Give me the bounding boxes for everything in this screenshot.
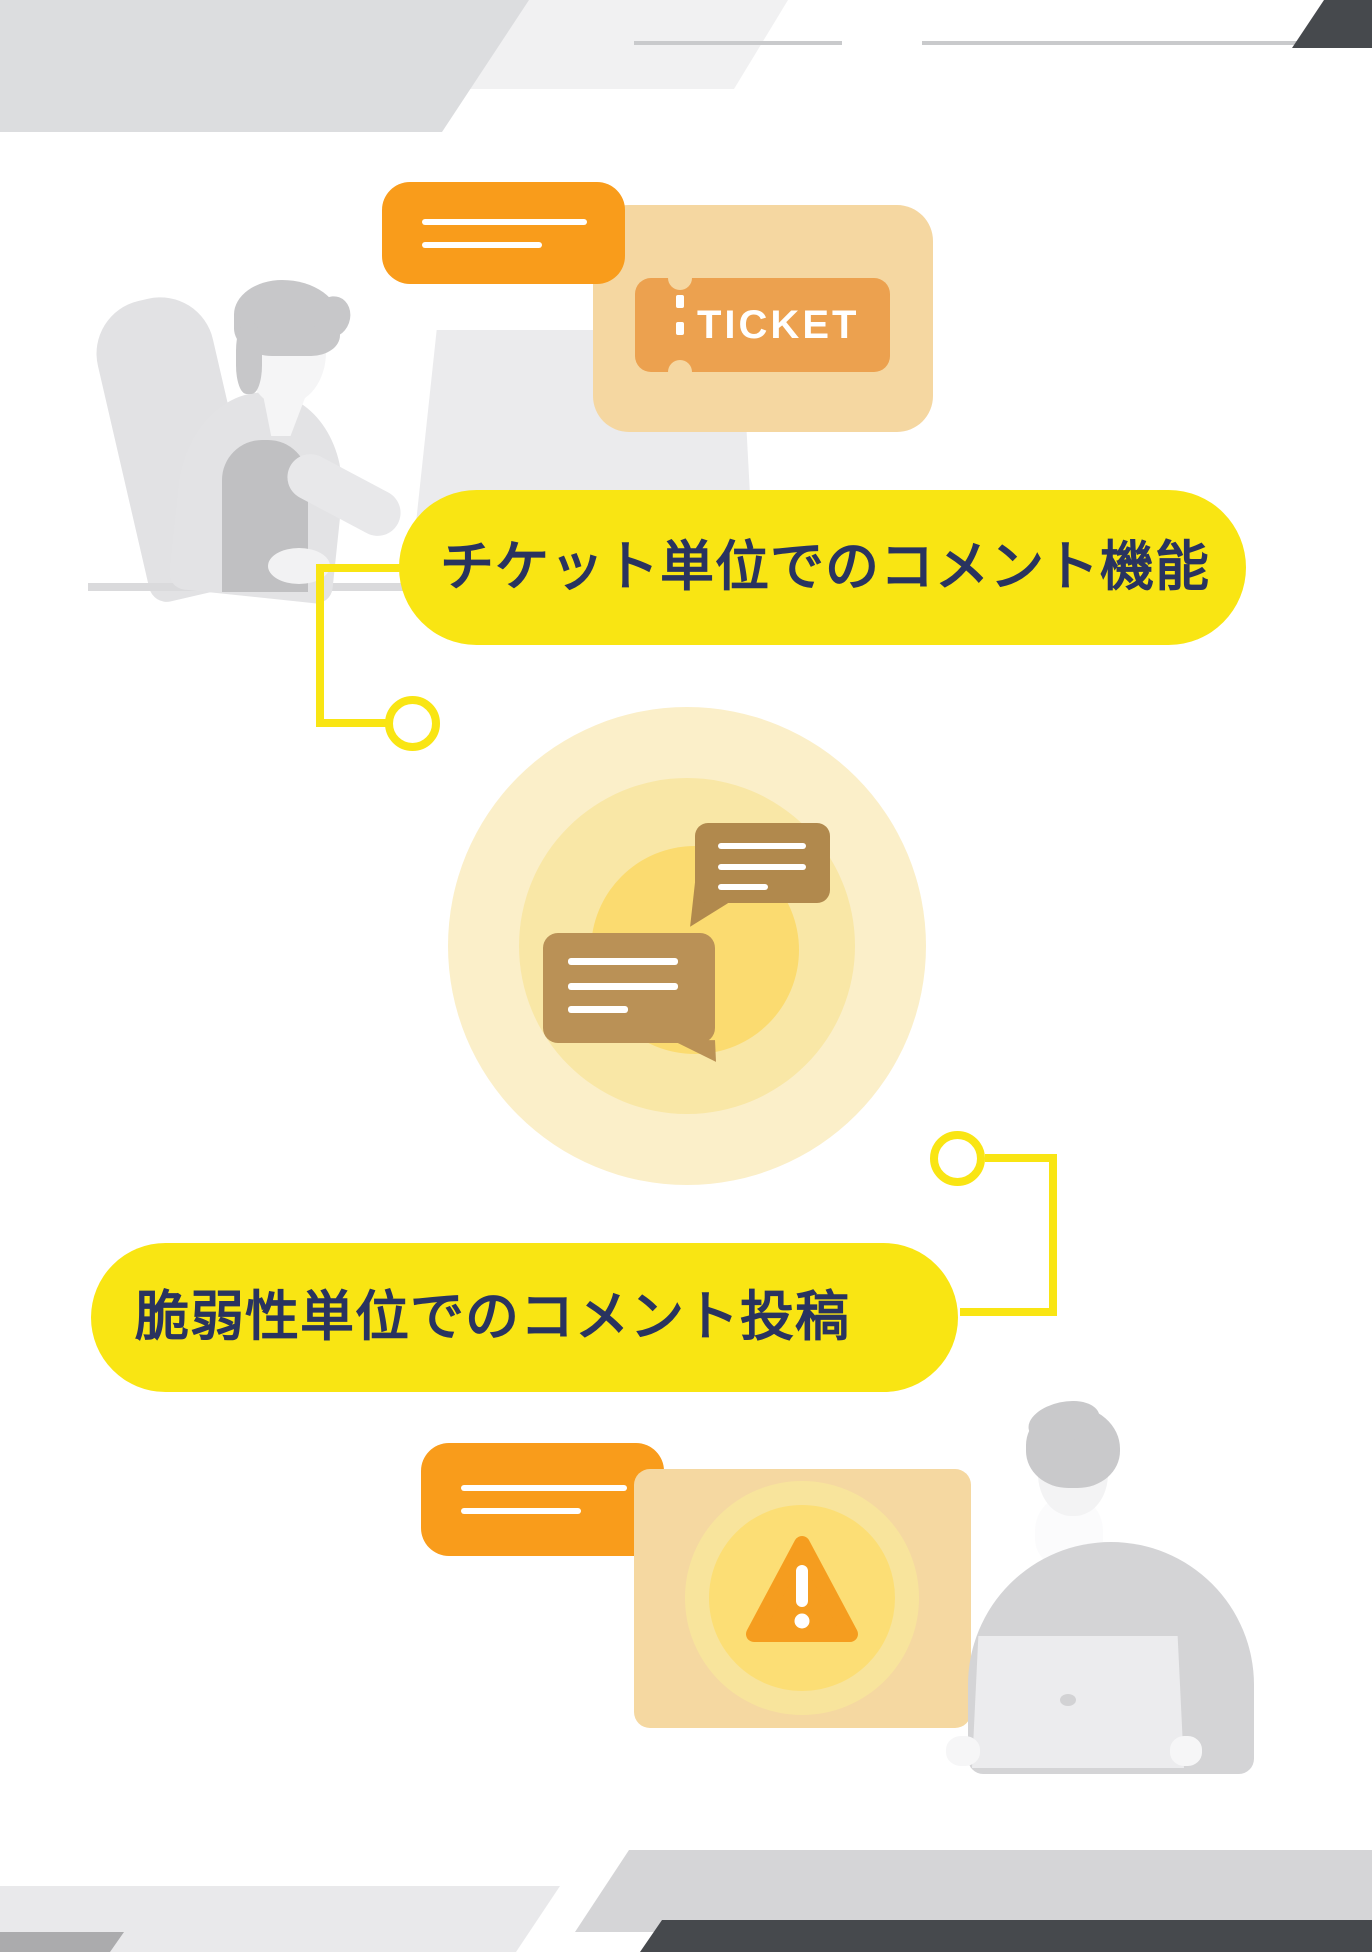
chat-bubble-right: [695, 823, 830, 903]
text-line: [718, 884, 768, 890]
laptop-logo: [1060, 1694, 1076, 1706]
connector-line: [1049, 1154, 1057, 1316]
ticket-icon: TICKET: [635, 266, 890, 384]
top-divider-line: [634, 41, 842, 45]
connector-line: [316, 564, 406, 572]
connector-ring: [930, 1131, 985, 1186]
ticket-perforation: [676, 295, 684, 308]
ticket-notch: [668, 266, 692, 290]
feature-banner-vulnerability: 脆弱性単位でのコメント投稿: [91, 1243, 958, 1392]
connector-ring: [385, 696, 440, 751]
warning-card: [634, 1469, 971, 1728]
speech-bubble-icon: [382, 182, 625, 284]
bottom-right-light-band: [575, 1850, 1372, 1932]
feature-banner-ticket-label: チケット単位でのコメント機能: [440, 537, 1210, 597]
ticket-perforation: [676, 322, 684, 335]
connector-line: [985, 1154, 1057, 1162]
top-divider-line: [922, 41, 1372, 45]
text-line: [568, 958, 678, 965]
person-hand: [1170, 1736, 1202, 1766]
warning-triangle-icon: [746, 1536, 858, 1642]
bottom-left-gray-sliver: [0, 1932, 124, 1952]
connector-line: [316, 564, 324, 727]
text-line: [461, 1508, 581, 1514]
text-line: [422, 219, 587, 225]
feature-banner-ticket: チケット単位でのコメント機能: [399, 490, 1246, 645]
text-line: [422, 242, 542, 248]
laptop: [972, 1636, 1184, 1768]
text-line: [568, 1006, 628, 1013]
chat-bubble-left: [543, 933, 715, 1043]
text-line: [461, 1485, 627, 1491]
text-line: [568, 983, 678, 990]
feature-banner-vulnerability-label: 脆弱性単位でのコメント投稿: [135, 1287, 850, 1347]
ticket-label: TICKET: [697, 303, 860, 347]
top-right-dark-corner: [1292, 0, 1372, 48]
person-hand: [946, 1736, 980, 1766]
connector-line: [960, 1308, 1057, 1316]
text-line: [718, 843, 806, 849]
speech-bubble-icon: [421, 1443, 664, 1556]
text-line: [718, 864, 806, 870]
bottom-right-dark-band: [640, 1920, 1372, 1952]
top-left-gray-band: [0, 0, 529, 132]
ticket-notch: [668, 360, 692, 384]
ticket-card: TICKET: [593, 205, 933, 432]
connector-line: [316, 719, 392, 727]
person-hair: [236, 322, 262, 394]
